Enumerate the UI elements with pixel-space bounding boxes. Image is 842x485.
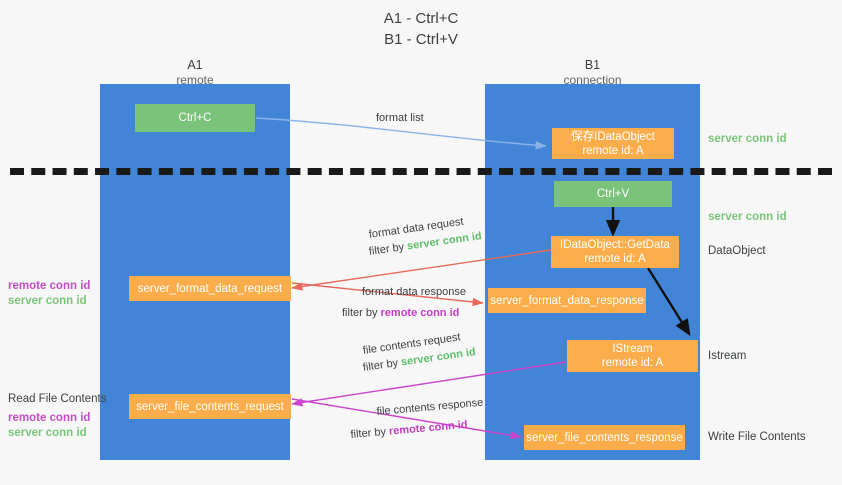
node-istream-line1: IStream — [612, 343, 653, 355]
node-server-format-data-response-label: server_format_data_response — [490, 294, 644, 307]
node-save-idataobject[interactable]: 保存IDataObject remote id: A — [552, 128, 674, 159]
node-server-file-contents-request-label: server_file_contents_request — [136, 400, 284, 413]
filter-prefix-4: filter by — [350, 425, 390, 441]
diagram-title: A1 - Ctrl+C B1 - Ctrl+V — [0, 8, 842, 50]
node-server-format-data-request[interactable]: server_format_data_request — [129, 276, 291, 301]
edge-label-file-contents-response-filter: filter by remote conn id — [350, 416, 484, 443]
node-server-file-contents-request[interactable]: server_file_contents_request — [129, 394, 291, 419]
annotation-left-remote-conn-id-2: remote conn id — [8, 412, 91, 424]
annotation-read-file-contents: Read File Contents — [8, 393, 107, 405]
node-save-idataobject-line1: 保存IDataObject — [571, 130, 655, 143]
node-server-file-contents-response[interactable]: server_file_contents_response — [524, 425, 685, 450]
title-line-2: B1 - Ctrl+V — [384, 31, 458, 48]
column-header-b1-name: B1 — [584, 58, 601, 72]
annotation-left-remote-conn-id-1: remote conn id — [8, 280, 91, 292]
annotation-server-conn-id-top: server conn id — [708, 133, 787, 145]
node-save-idataobject-line2: remote id: A — [582, 144, 644, 157]
node-server-format-data-request-label: server_format_data_request — [137, 282, 283, 295]
edge-label-format-data-response-filter: filter by remote conn id — [342, 306, 466, 321]
node-ctrl-v[interactable]: Ctrl+V — [554, 181, 672, 207]
phase-divider — [10, 168, 832, 175]
annotation-write-file-contents: Write File Contents — [708, 431, 806, 443]
filter-prefix-2: filter by — [342, 307, 381, 319]
annotation-istream: Istream — [708, 350, 747, 362]
node-idataobject-getdata[interactable]: IDataObject::GetData remote id: A — [551, 236, 679, 268]
column-header-a1: A1 remote — [100, 58, 290, 88]
node-idataobject-getdata-line1: IDataObject::GetData — [560, 239, 670, 251]
node-server-file-contents-response-label: server_file_contents_response — [526, 431, 683, 444]
filter-prefix-3: filter by — [362, 356, 402, 374]
annotation-left-conn-ids-2: remote conn id server conn id — [8, 411, 90, 441]
node-ctrl-c-label: Ctrl+C — [178, 112, 212, 124]
column-header-b1-sub: connection — [563, 73, 622, 87]
edge-label-format-data-response: format data response — [362, 286, 466, 298]
filter-key-remote-conn-id-1: remote conn id — [380, 307, 460, 319]
node-ctrl-v-label: Ctrl+V — [596, 188, 630, 200]
edge-label-format-list: format list — [376, 112, 424, 124]
annotation-server-conn-id-mid: server conn id — [708, 211, 787, 223]
annotation-dataobject: DataObject — [708, 245, 766, 257]
node-server-format-data-response[interactable]: server_format_data_response — [488, 288, 646, 313]
column-header-b1: B1 connection — [485, 58, 700, 88]
title-line-1: A1 - Ctrl+C — [383, 10, 459, 27]
annotation-left-server-conn-id-1: server conn id — [8, 295, 87, 307]
column-header-a1-sub: remote — [176, 73, 214, 87]
filter-prefix-1: filter by — [368, 240, 408, 258]
edge-label-file-contents-response: file contents response — [376, 396, 484, 418]
node-istream-line2: remote id: A — [601, 357, 664, 369]
annotation-left-server-conn-id-2: server conn id — [8, 427, 87, 439]
column-header-a1-name: A1 — [187, 58, 203, 72]
node-ctrl-c[interactable]: Ctrl+C — [135, 104, 255, 132]
node-idataobject-getdata-line2: remote id: A — [584, 253, 646, 265]
node-istream[interactable]: IStream remote id: A — [567, 340, 698, 372]
annotation-left-conn-ids-1: remote conn id server conn id — [8, 279, 90, 309]
filter-key-remote-conn-id-2: remote conn id — [388, 418, 469, 438]
